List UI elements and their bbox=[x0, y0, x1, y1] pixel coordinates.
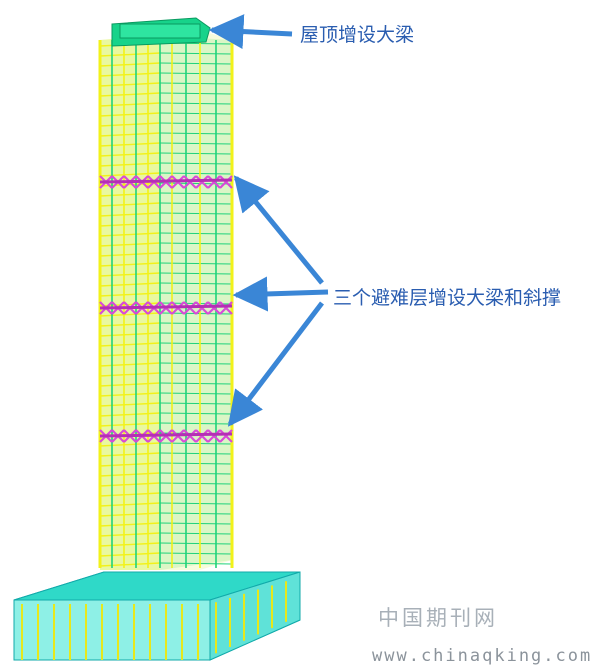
refuge-arrow-bottom bbox=[227, 301, 324, 427]
refuge-floor-label: 三个避难层增设大梁和斜撑 bbox=[333, 287, 562, 309]
podium-base bbox=[13, 571, 301, 661]
watermark-cn: 中国期刊网 bbox=[378, 606, 498, 630]
refuge-floor-braces bbox=[99, 175, 233, 443]
tower-body bbox=[98, 30, 234, 570]
roof-beam-label: 屋顶增设大梁 bbox=[300, 24, 415, 46]
roof-arrow bbox=[208, 14, 293, 50]
refuge-arrow-middle bbox=[232, 276, 329, 312]
annotation-arrows bbox=[208, 14, 329, 427]
refuge-arrow-top bbox=[233, 175, 324, 285]
roof-beam bbox=[111, 17, 211, 47]
watermark-url: www.chinaqking.com bbox=[372, 646, 593, 666]
